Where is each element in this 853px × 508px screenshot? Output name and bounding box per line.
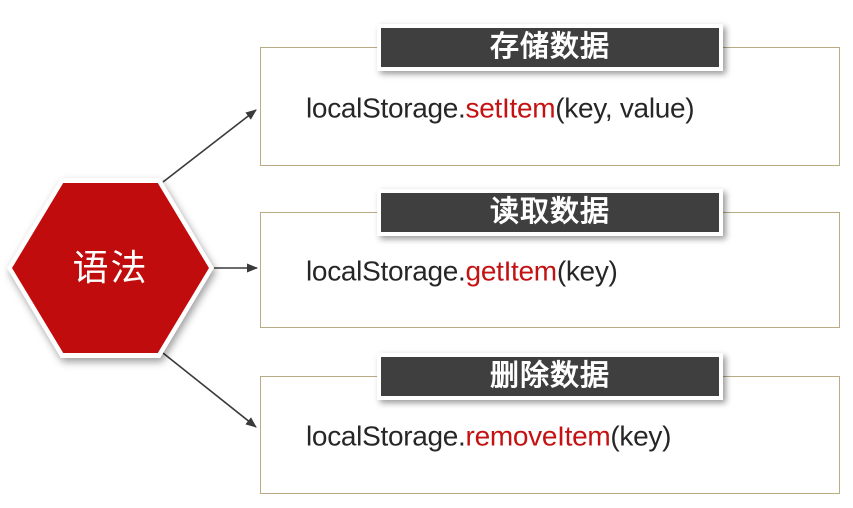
code-line-removeitem: localStorage.removeItem(key): [306, 420, 671, 452]
code-line-setitem: localStorage.setItem(key, value): [306, 91, 695, 124]
code-prefix: localStorage.: [306, 255, 466, 287]
panel-store-header: 存储数据: [377, 24, 723, 71]
syntax-hexagon: 语法: [7, 178, 214, 358]
panel-remove-title: 删除数据: [489, 360, 610, 392]
arrow-to-store-panel: [162, 109, 257, 183]
panel-read-header: 读取数据: [377, 189, 723, 236]
panel-read-title: 读取数据: [489, 196, 610, 228]
code-method: removeItem: [465, 420, 611, 452]
code-prefix: localStorage.: [306, 420, 466, 452]
panel-read-data: 读取数据 localStorage.getItem(key): [260, 189, 840, 328]
hexagon-fill: 语法: [12, 183, 209, 353]
panel-store-title: 存储数据: [489, 31, 610, 63]
code-method: setItem: [465, 91, 556, 123]
arrow-to-remove-panel: [162, 352, 257, 428]
code-method: getItem: [465, 255, 558, 287]
code-args: (key, value): [555, 91, 695, 123]
code-args: (key): [556, 255, 618, 287]
panel-remove-data: 删除数据 localStorage.removeItem(key): [260, 353, 840, 494]
code-line-getitem: localStorage.getItem(key): [306, 255, 618, 287]
code-args: (key): [610, 420, 672, 452]
panel-remove-header: 删除数据: [377, 353, 723, 400]
hexagon-label: 语法: [72, 247, 149, 288]
code-prefix: localStorage.: [306, 91, 466, 123]
panel-store-data: 存储数据 localStorage.setItem(key, value): [260, 24, 840, 166]
